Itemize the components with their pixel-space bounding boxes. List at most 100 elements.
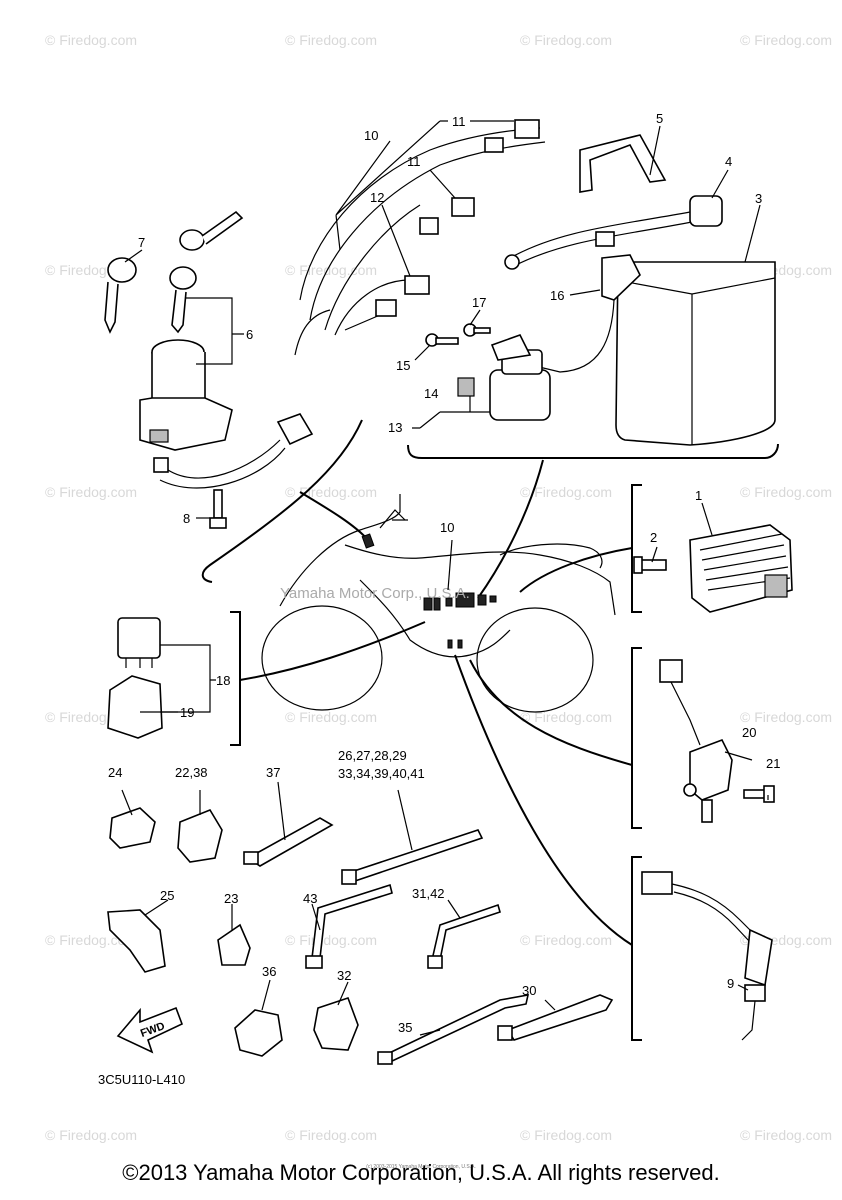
plug-cap-wire xyxy=(673,891,751,943)
callout-12: 12 xyxy=(370,190,384,205)
leader xyxy=(737,984,749,991)
watermark: © Firedog.com xyxy=(45,484,137,500)
callout-leaders xyxy=(121,120,769,1036)
callout-6: 6 xyxy=(246,327,253,342)
fwd-arrow-icon xyxy=(116,1006,184,1054)
sensor-shaft xyxy=(701,799,713,823)
leader xyxy=(414,344,431,361)
leader xyxy=(397,789,413,851)
band-30 xyxy=(506,994,614,1041)
plug-cap-group xyxy=(641,871,773,1041)
bolt-2-head xyxy=(633,556,643,574)
terminal-cover-16 xyxy=(601,254,641,301)
switch-wire xyxy=(167,439,281,479)
leader xyxy=(711,169,729,199)
starter-relay-13 xyxy=(489,369,551,421)
bolt-15-shank xyxy=(435,337,459,345)
watermark: © Firedog.com xyxy=(285,262,377,278)
watermark: © Firedog.com xyxy=(520,484,612,500)
callout-10-top: 10 xyxy=(364,128,378,143)
center-watermark: Yamaha Motor Corp., U.S.A. xyxy=(280,585,470,602)
battery-lead xyxy=(509,299,615,373)
plug-cap-coupler xyxy=(641,871,673,895)
callout-11-top: 11 xyxy=(452,114,466,129)
bolt-head xyxy=(209,517,227,529)
battery-3 xyxy=(615,261,776,446)
leader xyxy=(469,309,481,326)
leader xyxy=(701,502,713,536)
leader xyxy=(277,781,286,841)
watermark: © Firedog.com xyxy=(740,484,832,500)
cable-terminal xyxy=(504,254,520,270)
callout-32: 32 xyxy=(337,968,351,983)
terminal-cover-4 xyxy=(689,195,723,227)
cable-clip xyxy=(595,231,615,247)
watermark: © Firedog.com xyxy=(520,1127,612,1143)
leader xyxy=(544,999,556,1011)
callout-13: 13 xyxy=(388,420,402,435)
callout-3: 3 xyxy=(755,191,762,206)
bolt-8 xyxy=(209,489,227,529)
band-31-head xyxy=(427,955,443,969)
rectifier-coupler xyxy=(764,574,788,598)
coupler-12c xyxy=(375,299,397,317)
small-notice: (c) 2003-2015 Yamaha Motor Corporation, … xyxy=(366,1164,476,1170)
leader xyxy=(144,899,169,916)
leader-key-switch xyxy=(299,491,369,541)
key-head xyxy=(107,257,137,283)
watermark: © Firedog.com xyxy=(45,932,137,948)
sensor-bracket xyxy=(631,647,642,829)
band-43-head xyxy=(305,955,323,969)
main-switch xyxy=(139,339,314,489)
callout-20: 20 xyxy=(742,725,756,740)
bolt-2 xyxy=(639,559,667,571)
relay-cover-14 xyxy=(457,377,475,397)
leader xyxy=(649,125,661,176)
leader xyxy=(447,899,461,919)
watermark: © Firedog.com xyxy=(285,1127,377,1143)
callout-23: 23 xyxy=(224,891,238,906)
key-switch-region-border xyxy=(201,419,363,583)
leader-sensor xyxy=(469,659,633,766)
clamp-36 xyxy=(234,1009,283,1057)
band-35-head xyxy=(377,1051,393,1065)
leader xyxy=(381,204,411,277)
band-31-42 xyxy=(430,903,501,961)
clamp-25 xyxy=(107,909,166,973)
frame-top xyxy=(344,544,616,616)
seat xyxy=(499,543,603,569)
leader xyxy=(447,539,453,591)
clamp-32 xyxy=(313,996,359,1051)
callout-19: 19 xyxy=(180,705,194,720)
watermark: © Firedog.com xyxy=(45,1127,137,1143)
relay-group xyxy=(107,617,163,739)
watermark: © Firedog.com xyxy=(740,32,832,48)
coupler-11a xyxy=(514,119,540,139)
band-26-head xyxy=(341,869,357,885)
clamp-24 xyxy=(109,807,156,849)
main-switch-group xyxy=(104,210,314,529)
harness-marker xyxy=(455,592,475,608)
callout-33-41: 33,34,39,40,41 xyxy=(338,766,425,781)
callout-21: 21 xyxy=(766,756,780,771)
plug-cap-spring xyxy=(741,1000,756,1041)
key-blade xyxy=(201,210,244,245)
relay-18 xyxy=(117,617,161,659)
bolt-21-head xyxy=(763,785,775,803)
leader-battery xyxy=(477,459,544,599)
leader-relay xyxy=(239,621,426,681)
region-leaders xyxy=(239,459,633,946)
callout-26-29: 26,27,28,29 xyxy=(338,748,407,763)
watermark: © Firedog.com xyxy=(45,32,137,48)
rectifier-group xyxy=(633,524,793,613)
callout-14: 14 xyxy=(424,386,438,401)
switch-connector xyxy=(276,413,314,446)
switch-coupler xyxy=(153,457,169,473)
coupler-11b xyxy=(484,137,504,153)
watermark: © Firedog.com xyxy=(740,1127,832,1143)
rear-wheel xyxy=(476,607,594,713)
sensor-coupler xyxy=(659,659,683,683)
rectifier-bracket xyxy=(631,484,642,613)
key-head xyxy=(179,229,205,251)
harness-wire xyxy=(309,141,546,321)
